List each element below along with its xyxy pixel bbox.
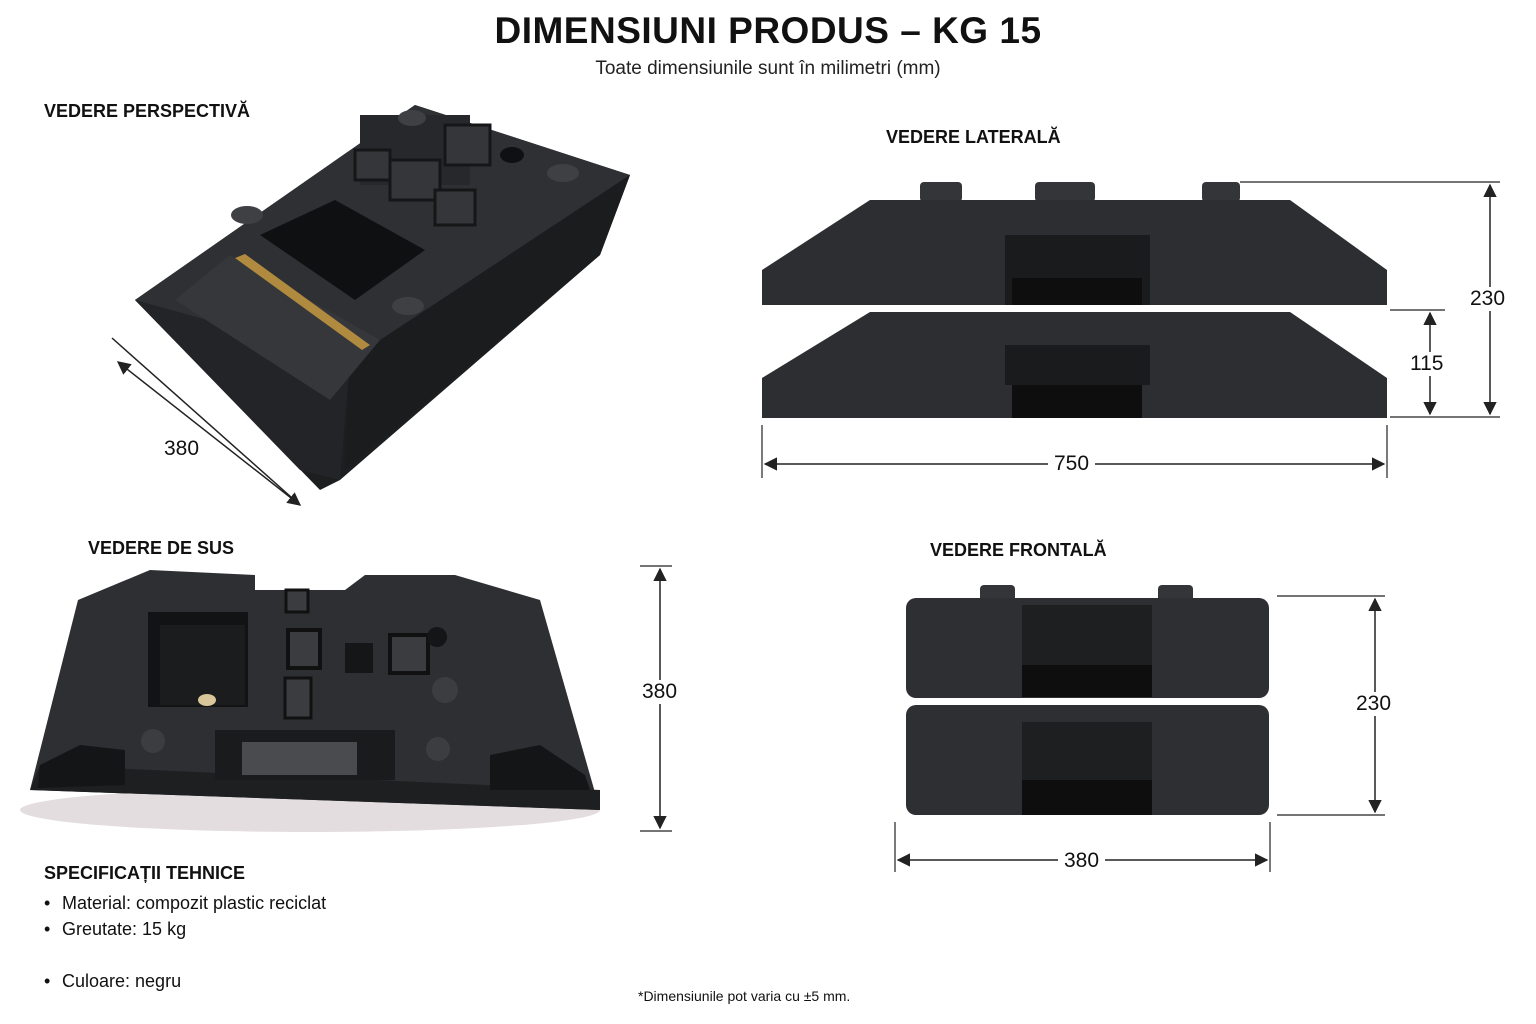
front-view-product	[906, 585, 1269, 815]
side-view-label: VEDERE LATERALĂ	[886, 127, 1061, 147]
front-view-label: VEDERE FRONTALĂ	[930, 540, 1107, 560]
page-subtitle: Toate dimensiunile sunt în milimetri (mm…	[595, 58, 941, 79]
page-title: DIMENSIUNI PRODUS – KG 15	[494, 10, 1042, 51]
side-length-dim: 750	[1048, 452, 1096, 476]
perspective-depth-dim: 380	[158, 437, 206, 461]
side-height-unit-dim: 115	[1404, 352, 1450, 376]
spec-item: •Material: compozit plastic reciclat	[44, 893, 327, 913]
spec-item: •Culoare: negru	[44, 971, 182, 991]
perspective-view-product	[135, 105, 630, 490]
perspective-view-label: VEDERE PERSPECTIVĂ	[44, 101, 251, 121]
front-height-dim: 230	[1350, 692, 1398, 716]
footnote: *Dimensiunile pot varia cu ±5 mm.	[638, 988, 851, 1004]
top-depth-dim: 380	[636, 680, 684, 704]
top-view-product	[20, 570, 600, 832]
side-view-product	[762, 182, 1387, 418]
perspective-dim-arrow	[116, 361, 302, 506]
spec-item: •Greutate: 15 kg	[44, 919, 187, 939]
front-width-dim: 380	[1058, 849, 1106, 873]
specs-title: SPECIFICAȚII TEHNICE	[44, 863, 246, 883]
side-height-total-dim: 230	[1464, 287, 1512, 311]
top-view-label: VEDERE DE SUS	[88, 538, 235, 558]
